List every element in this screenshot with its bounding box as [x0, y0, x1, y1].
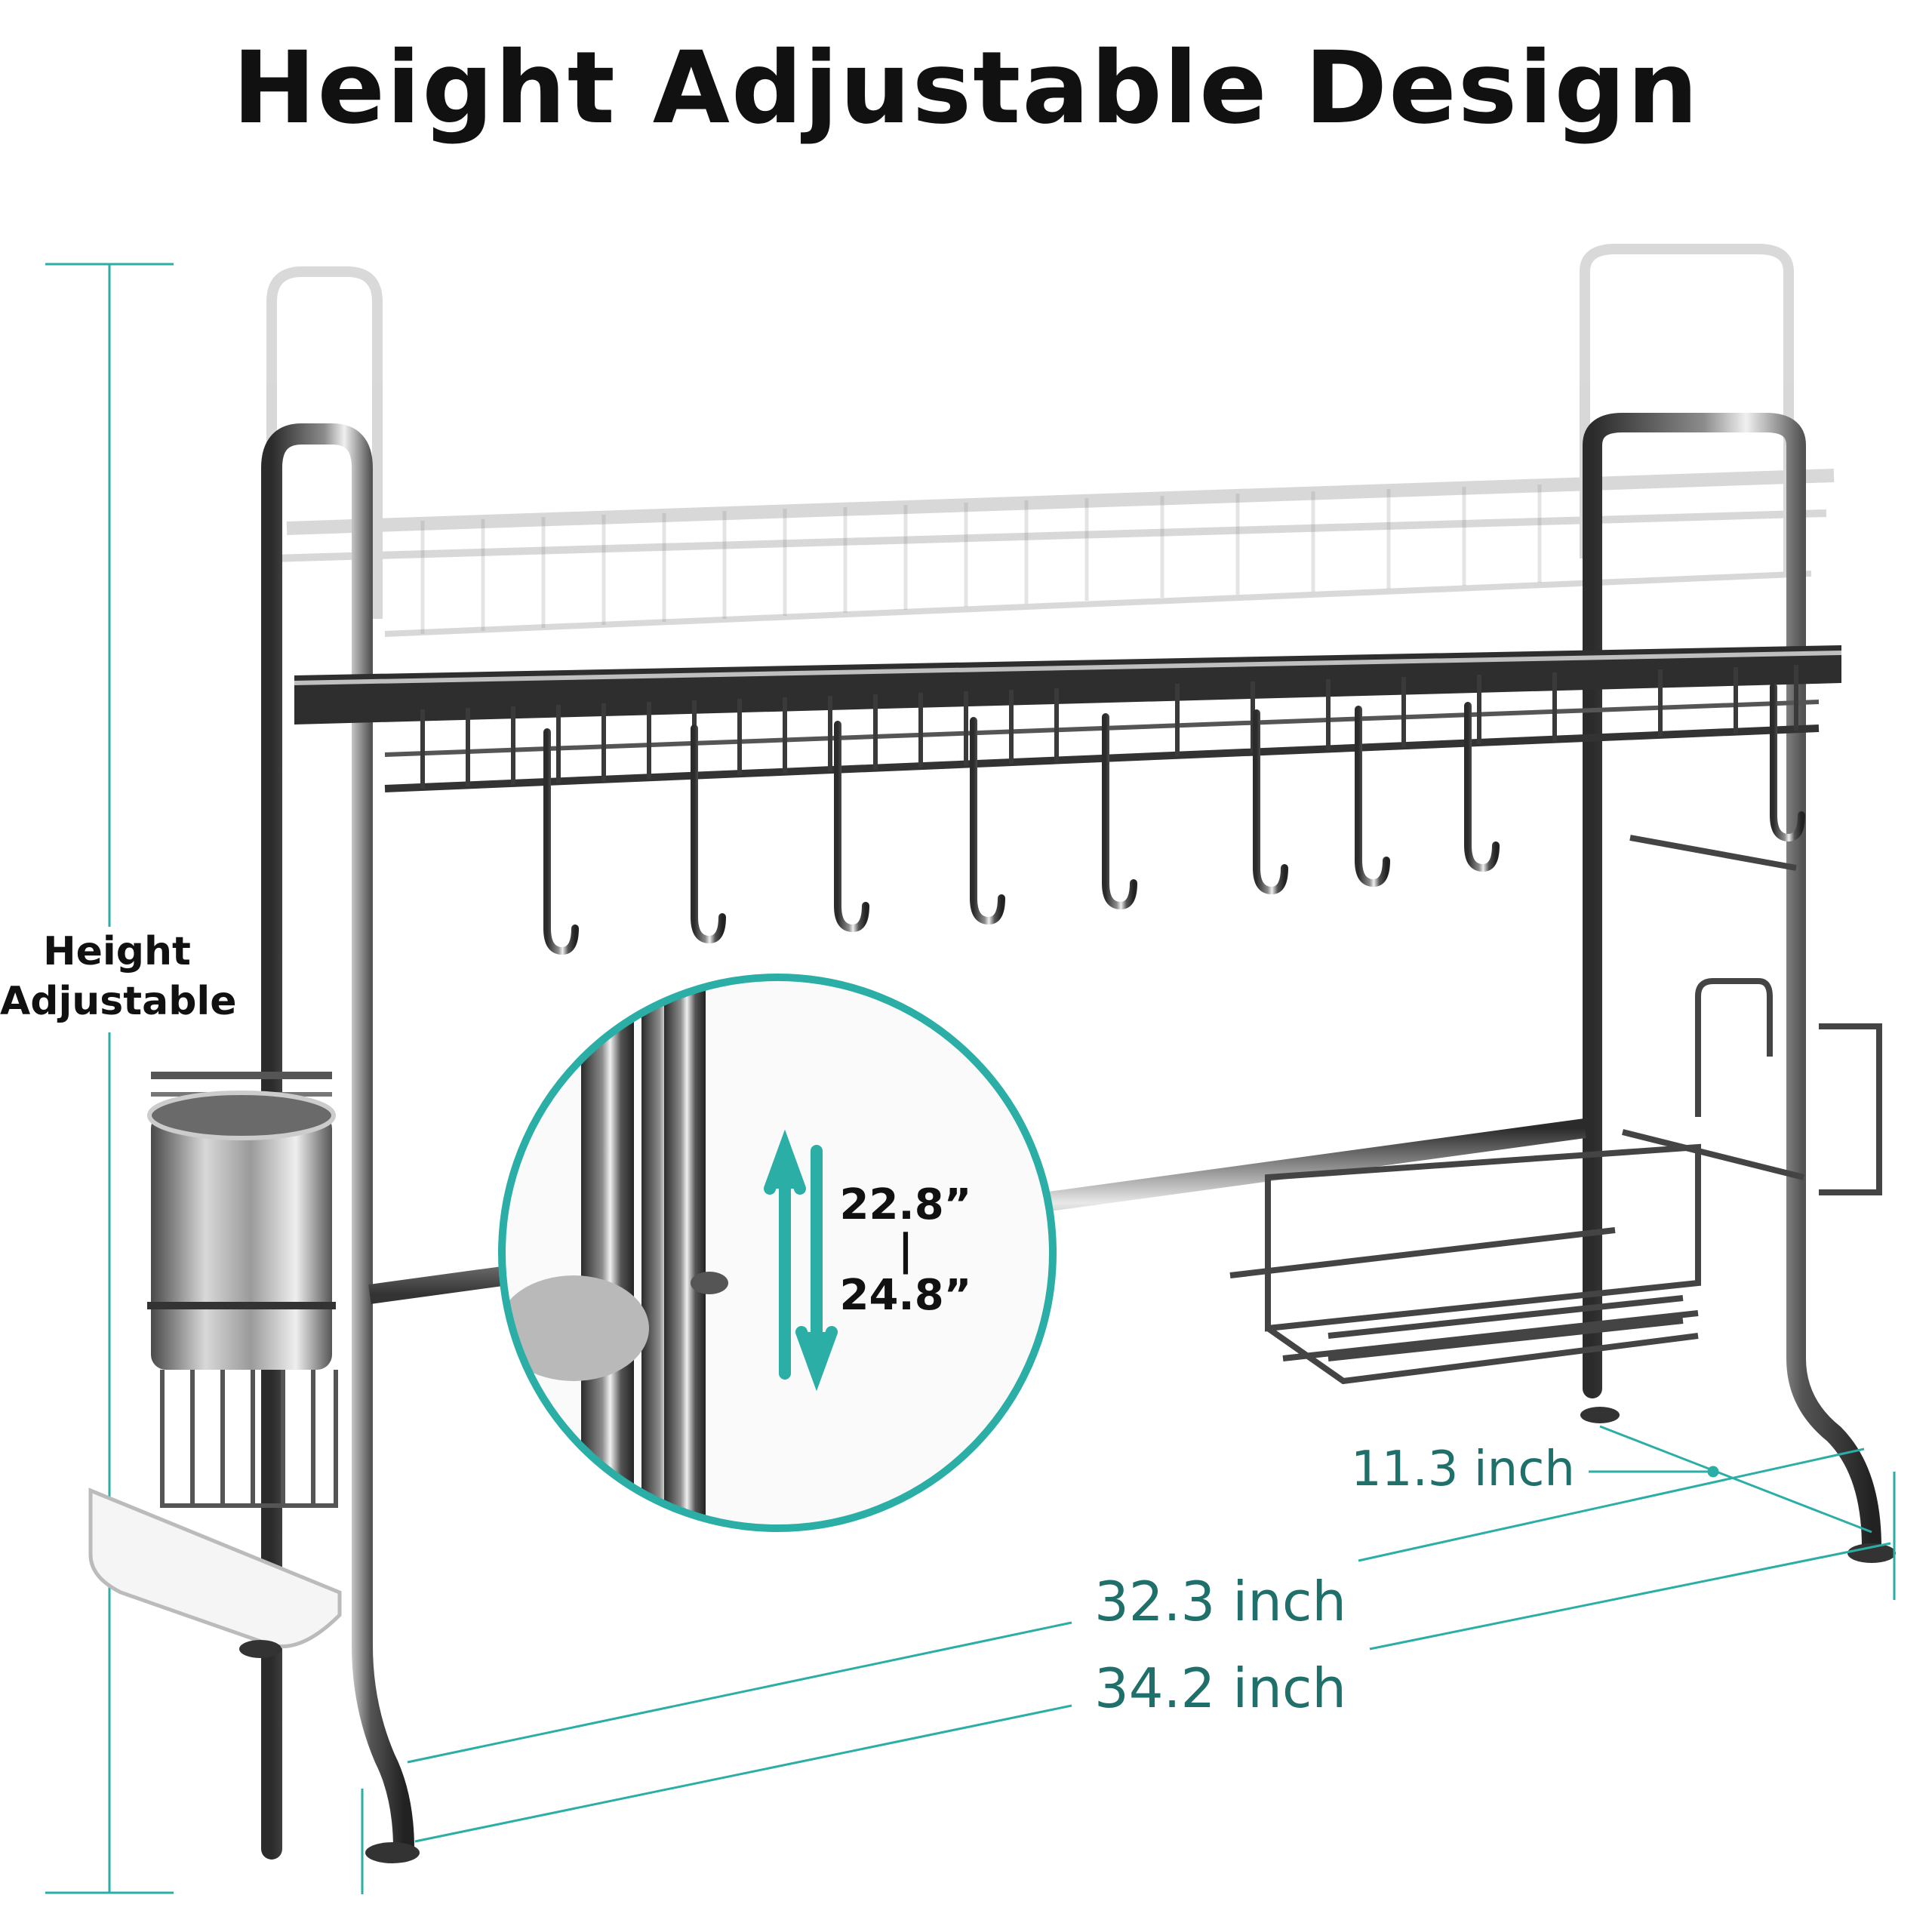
height-label-line2: Adjustable [0, 979, 237, 1024]
foot-left-back [239, 1640, 281, 1658]
top-shelf [294, 645, 1842, 792]
width-dimension-lines [361, 1447, 1896, 1894]
raised-rack-ghost [266, 244, 1835, 637]
foot-left-front [365, 1842, 420, 1863]
inner-width-dimension-label: 32.3 inch [1094, 1570, 1347, 1633]
zoom-detail-circle [498, 974, 1057, 1532]
top-shelf-wires [420, 665, 1798, 789]
depth-dimension-label: 11.3 inch [1351, 1441, 1575, 1497]
utensil-hooks [543, 683, 1805, 955]
frame-right [1583, 413, 1881, 1557]
adjust-arrows-icon [764, 1129, 838, 1392]
sponge-basket [1229, 1143, 1701, 1385]
height-adjustable-label: Height Adjustable [0, 927, 237, 1026]
cutting-board-holder [1622, 835, 1882, 1195]
range-max: 24.8” [839, 1271, 972, 1320]
height-dimension-line [45, 263, 174, 1894]
range-separator: | [897, 1226, 914, 1275]
drip-tray [88, 1487, 342, 1649]
range-min: 22.8” [839, 1180, 972, 1229]
height-label-line1: Height [43, 929, 191, 974]
utensil-holder [147, 1072, 338, 1508]
foot-right-front [1847, 1543, 1896, 1563]
frame-left [261, 423, 414, 1860]
outer-width-dimension-label: 34.2 inch [1094, 1657, 1347, 1720]
page-title: Height Adjustable Design [232, 30, 1700, 146]
depth-dimension-line [1589, 1425, 1872, 1534]
raised-rack-ghost-wires [420, 485, 1542, 634]
foot-right-back [1580, 1407, 1620, 1423]
